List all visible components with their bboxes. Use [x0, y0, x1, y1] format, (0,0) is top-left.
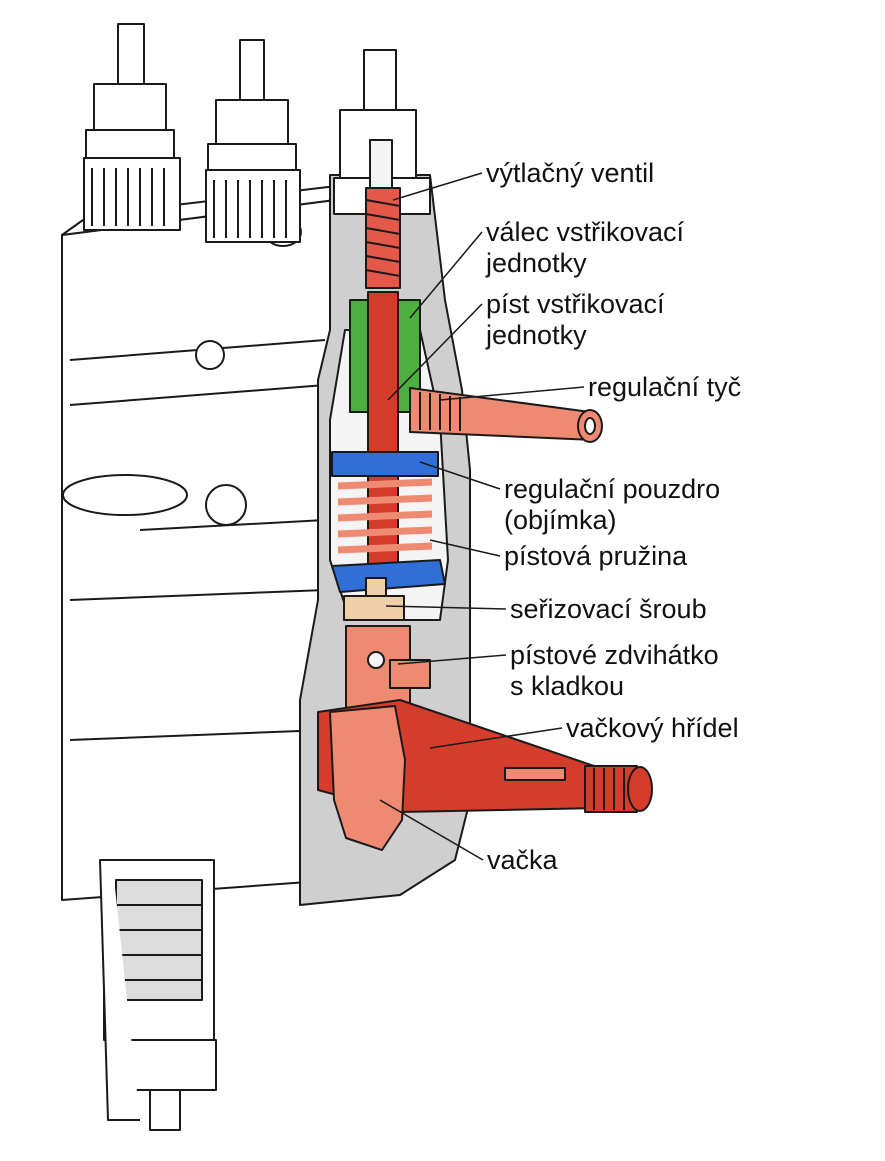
- label-cam: vačka: [487, 845, 558, 875]
- label-delivery-valve: výtlačný ventil: [486, 158, 655, 188]
- label-barrel-line1: válec vstřikovací: [486, 217, 685, 247]
- control-rod: [409, 387, 603, 443]
- leader-lines: [379, 172, 585, 861]
- control-sleeve: [331, 451, 446, 593]
- plunger: [367, 291, 399, 583]
- delivery-valve-fitting-1: [83, 23, 181, 231]
- cam-lobe: [329, 705, 406, 851]
- label-roller-tappet-line1: pístové zdvihátko: [510, 640, 719, 670]
- label-camshaft: vačkový hřídel: [566, 713, 739, 743]
- delivery-valve: [365, 187, 401, 289]
- plunger-spring: [337, 478, 433, 554]
- label-plunger-spring: pístová pružina: [504, 541, 688, 571]
- roller-tappet: [345, 625, 431, 713]
- pump-housing: [61, 184, 346, 901]
- label-control-sleeve-line2: (objímka): [504, 505, 617, 535]
- fuel-filter-bowl: [62, 474, 217, 1131]
- label-roller-tappet-line2: s kladkou: [510, 671, 625, 701]
- label-plunger-line1: píst vstřikovací: [486, 289, 665, 319]
- label-control-rod: regulační tyč: [588, 372, 742, 402]
- label-control-sleeve: regulační pouzdro (objímka): [504, 474, 720, 536]
- label-barrel: válec vstřikovací jednotky: [486, 217, 684, 279]
- label-control-sleeve-line1: regulační pouzdro: [504, 474, 721, 504]
- adjusting-screw: [343, 577, 405, 621]
- label-adjusting-screw: seřizovací šroub: [510, 594, 707, 624]
- label-barrel-line2: jednotky: [486, 248, 587, 278]
- label-plunger-line2: jednotky: [486, 320, 587, 350]
- label-plunger: píst vstřikovací jednotky: [486, 289, 665, 351]
- delivery-valve-fitting-2: [205, 39, 301, 243]
- label-roller-tappet: pístové zdvihátko s kladkou: [510, 640, 719, 702]
